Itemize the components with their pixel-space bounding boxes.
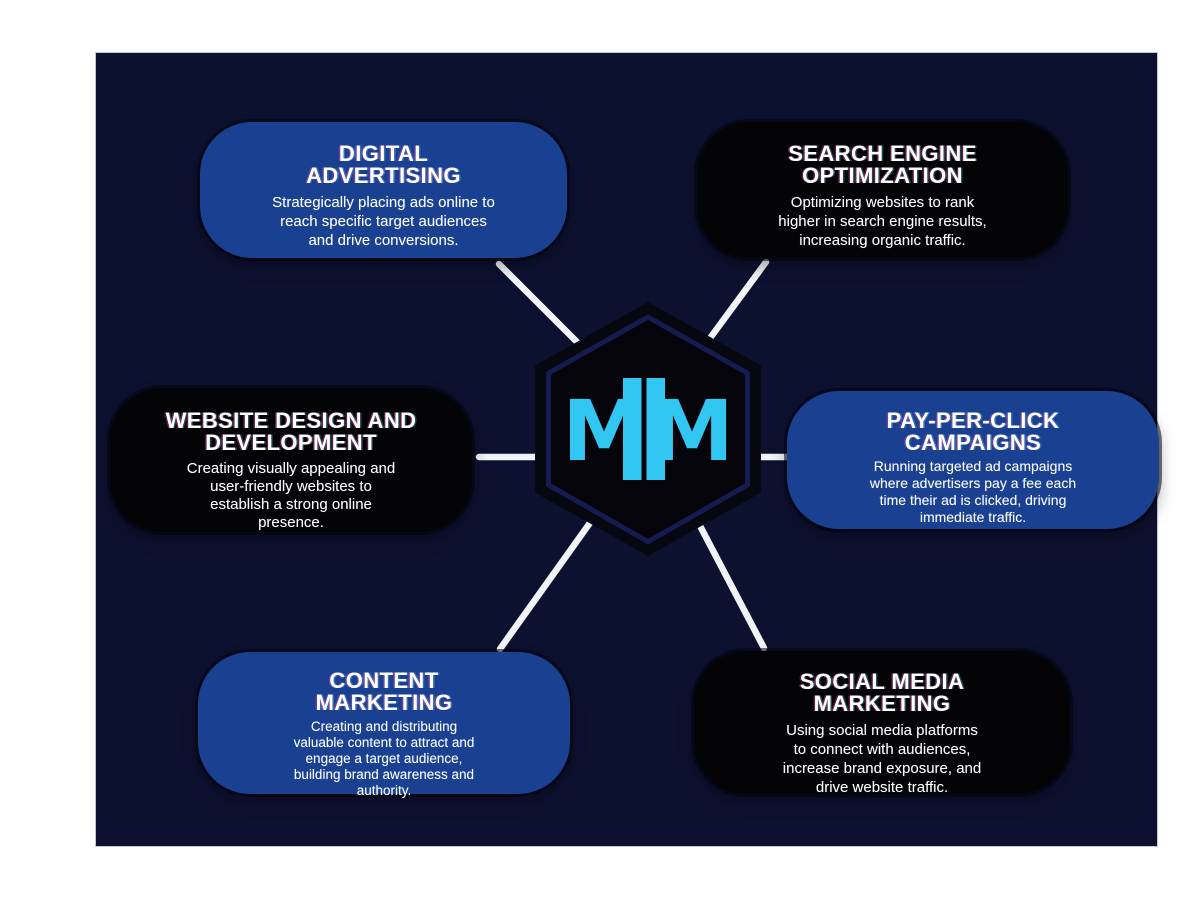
node-description: Creating visually appealing and user-fri…: [186, 460, 396, 531]
node-pay-per-click-campaigns: PAY-PER-CLICK CAMPAIGNS Running targeted…: [787, 391, 1159, 529]
node-website-design-and-development: WEBSITE DESIGN AND DEVELOPMENT Creating …: [110, 388, 472, 532]
node-digital-advertising: DIGITAL ADVERTISING Strategically placin…: [200, 122, 567, 258]
node-description: Running targeted ad campaigns where adve…: [869, 458, 1077, 525]
node-title: DIGITAL ADVERTISING: [306, 141, 461, 188]
node-search-engine-optimization: SEARCH ENGINE OPTIMIZATION Optimizing we…: [697, 122, 1068, 258]
node-description: Optimizing websites to rank higher in se…: [778, 194, 987, 249]
node-content-marketing: CONTENT MARKETING Creating and distribut…: [198, 652, 570, 798]
node-description: Creating and distributing valuable conte…: [293, 719, 475, 798]
node-title: SOCIAL MEDIA MARKETING: [799, 669, 965, 716]
node-description: Using social media platforms to connect …: [782, 722, 982, 796]
node-social-media-marketing: SOCIAL MEDIA MARKETING Using social medi…: [694, 651, 1070, 796]
node-description: Strategically placing ads online to reac…: [272, 194, 495, 249]
node-title: PAY-PER-CLICK CAMPAIGNS: [886, 408, 1060, 455]
node-title: SEARCH ENGINE OPTIMIZATION: [788, 141, 977, 188]
node-title: CONTENT MARKETING: [315, 668, 453, 715]
node-title: WEBSITE DESIGN AND DEVELOPMENT: [165, 408, 417, 455]
